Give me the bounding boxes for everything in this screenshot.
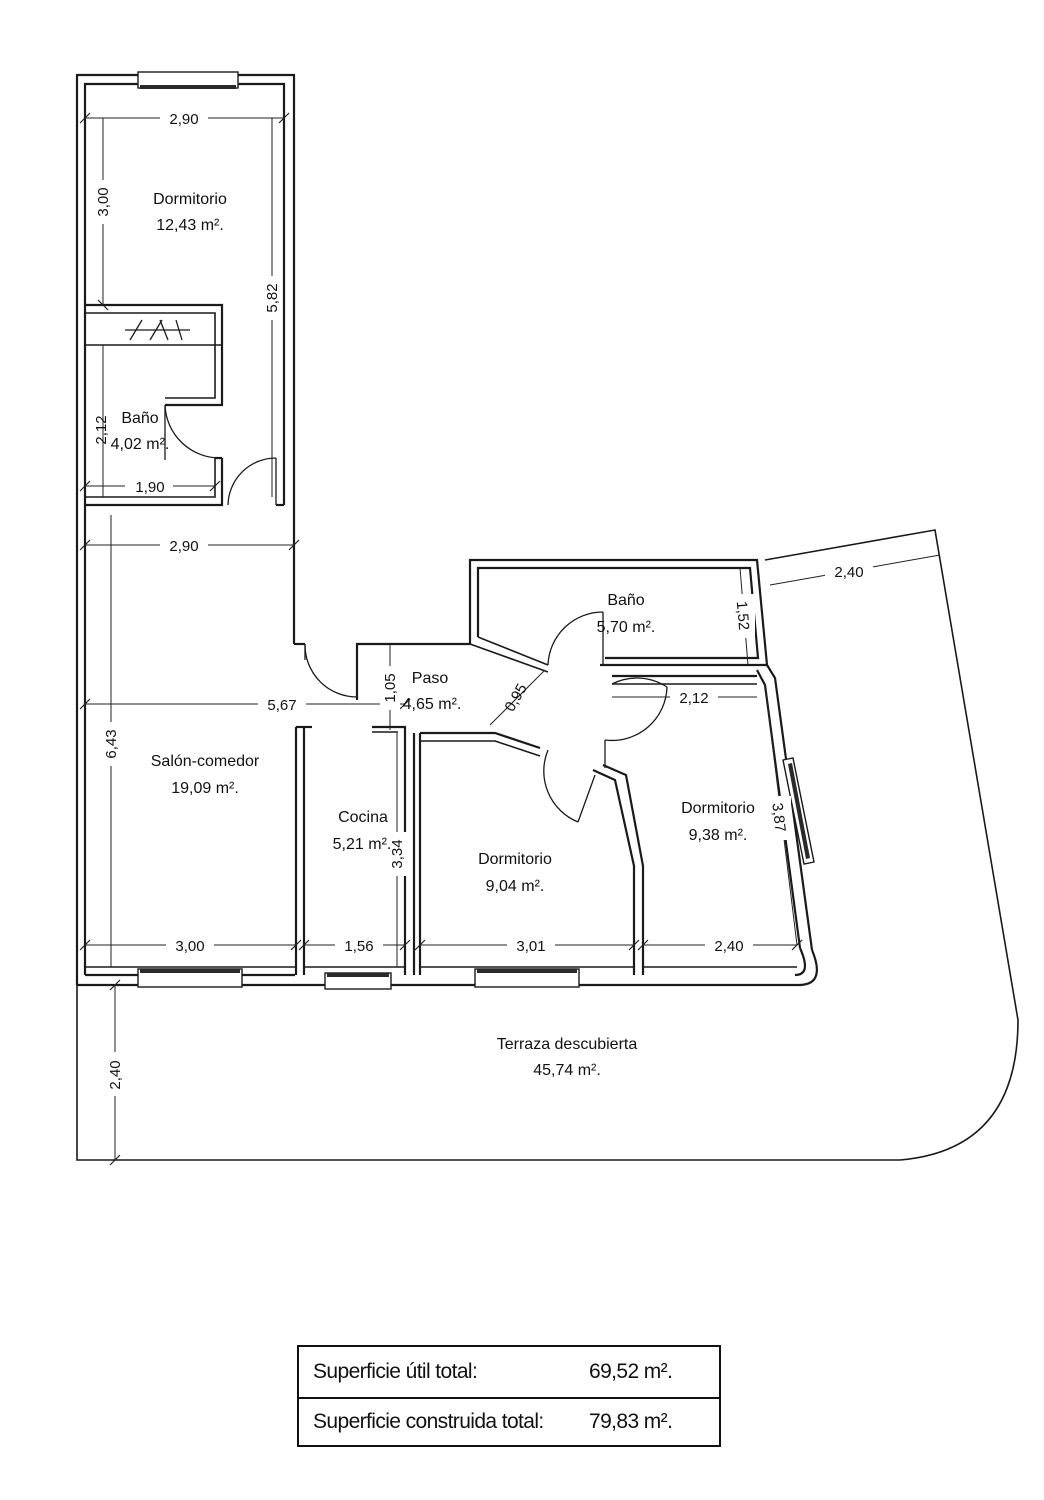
- room-name-dormitorio-2: Dormitorio: [478, 851, 552, 868]
- dim-2-90-top: 2,90: [169, 111, 198, 128]
- room-area-terraza: 45,74 m².: [533, 1062, 601, 1079]
- room-name-dormitorio-1: Dormitorio: [153, 191, 227, 208]
- room-name-bano-2: Baño: [607, 592, 644, 609]
- summary-construida-value: 79,83 m².: [589, 1410, 673, 1433]
- floor-plan: 2,90 3,00 5,82 2,12 1,90 2,90 5,67 6,43 …: [75, 71, 1019, 1166]
- surface-summary-table: Superficie útil total: 69,52 m². Superfi…: [297, 1345, 721, 1447]
- room-name-terraza: Terraza descubierta: [497, 1036, 638, 1053]
- room-name-dormitorio-3: Dormitorio: [681, 800, 755, 817]
- room-name-paso: Paso: [412, 670, 449, 687]
- room-name-salon: Salón-comedor: [151, 753, 260, 770]
- doors: [164, 404, 668, 823]
- dim-5-82: 5,82: [264, 283, 281, 312]
- dim-2-12-left: 2,12: [93, 415, 110, 444]
- dim-2-90-mid: 2,90: [169, 538, 198, 555]
- room-area-paso: 4,65 m².: [403, 696, 462, 713]
- room-area-bano-1: 4,02 m².: [111, 436, 170, 453]
- dimension-labels: 2,90 3,00 5,82 2,12 1,90 2,90 5,67 6,43 …: [93, 108, 873, 1096]
- room-area-salon: 19,09 m².: [171, 780, 239, 797]
- dim-2-40-bottom: 2,40: [714, 938, 743, 955]
- dim-2-12-dorm3: 2,12: [679, 690, 708, 707]
- room-area-dormitorio-2: 9,04 m².: [486, 878, 545, 895]
- summary-util-value: 69,52 m².: [589, 1360, 673, 1383]
- room-area-bano-2: 5,70 m².: [597, 619, 656, 636]
- room-area-dormitorio-3: 9,38 m².: [689, 827, 748, 844]
- dim-3-01: 3,01: [516, 938, 545, 955]
- summary-row-util: Superficie útil total: 69,52 m².: [299, 1347, 719, 1399]
- walls: [75, 73, 1019, 1161]
- dim-1-52: 1,52: [733, 600, 752, 631]
- dimension-lines: [79, 112, 941, 1166]
- summary-row-construida: Superficie construida total: 79,83 m².: [299, 1397, 719, 1447]
- dim-5-67: 5,67: [267, 697, 296, 714]
- room-name-bano-1: Baño: [121, 410, 158, 427]
- wardrobe-symbol: [125, 319, 190, 341]
- summary-construida-label: Superficie construida total:: [313, 1410, 544, 1433]
- dim-3-00-bottom: 3,00: [175, 938, 204, 955]
- summary-util-label: Superficie útil total:: [313, 1360, 478, 1383]
- dim-1-90: 1,90: [135, 479, 164, 496]
- dim-6-43: 6,43: [103, 729, 120, 758]
- dim-3-00-left: 3,00: [95, 187, 112, 216]
- dim-2-40-terrace-top: 2,40: [834, 564, 863, 581]
- dim-2-40-terrace-left: 2,40: [107, 1060, 124, 1089]
- room-area-cocina: 5,21 m².: [333, 836, 392, 853]
- dim-3-34: 3,34: [389, 839, 406, 868]
- windows: [137, 71, 815, 990]
- dim-3-87: 3,87: [768, 802, 788, 833]
- dim-1-56: 1,56: [344, 938, 373, 955]
- room-name-cocina: Cocina: [338, 809, 388, 826]
- room-labels: Dormitorio 12,43 m². Baño 4,02 m². Salón…: [111, 191, 755, 1079]
- dim-1-05: 1,05: [382, 673, 399, 702]
- room-area-dormitorio-1: 12,43 m².: [156, 217, 224, 234]
- dim-0-95: 0,95: [501, 681, 530, 715]
